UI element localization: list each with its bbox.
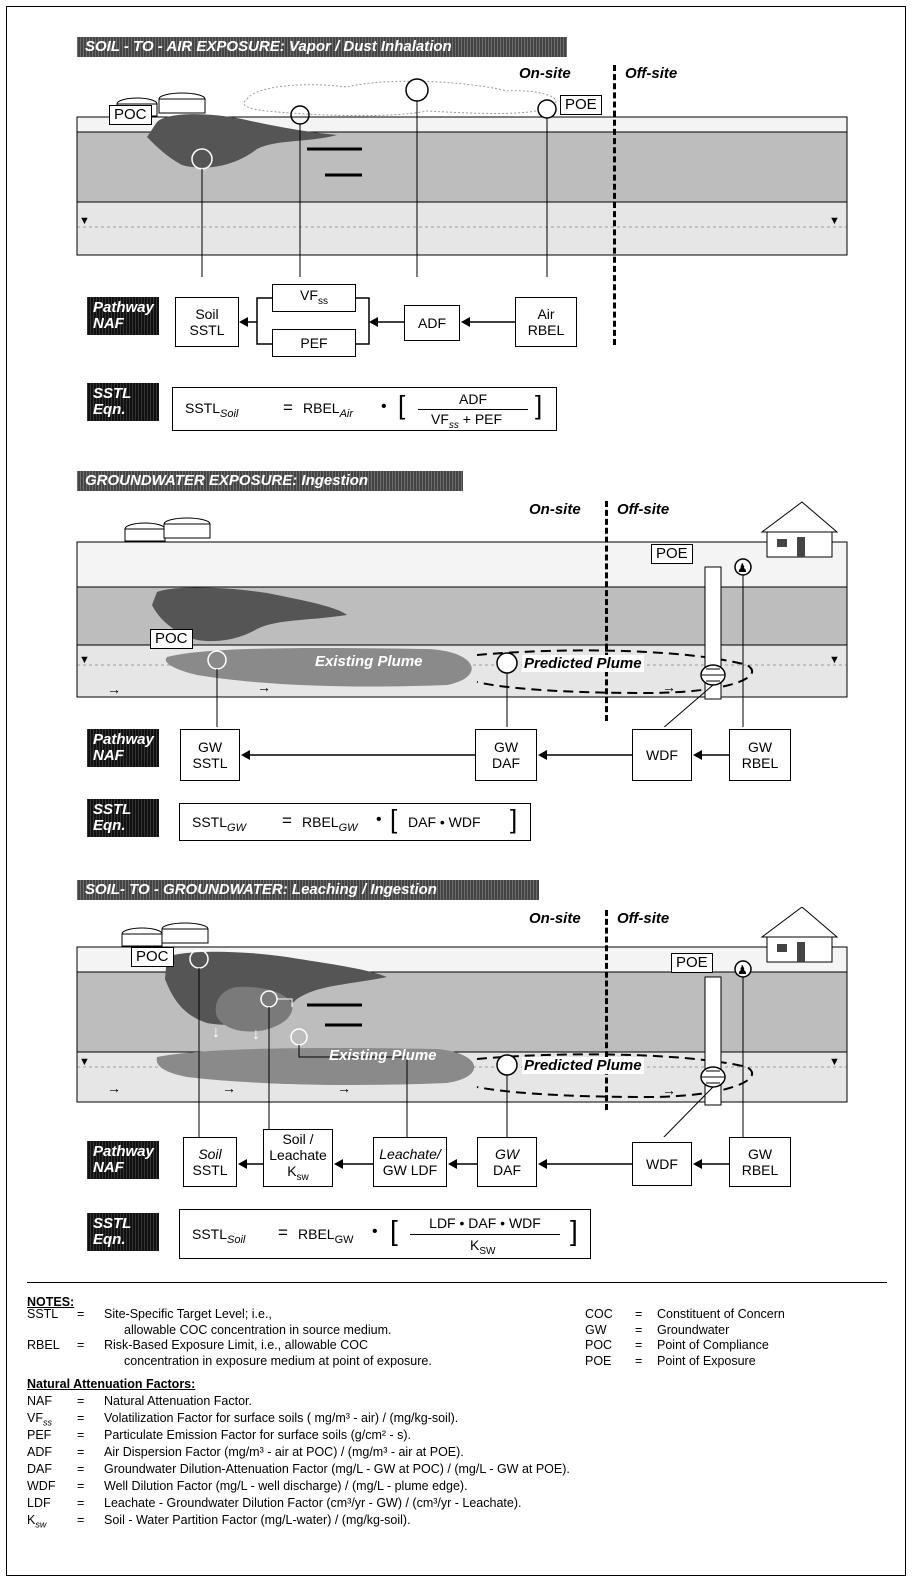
panel2-title: GROUNDWATER EXPOSURE: Ingestion [77,471,463,491]
notes-poc-eq: = [635,1338,642,1352]
naf-definition: Well Dilution Factor (mg/L - well discha… [104,1479,468,1493]
panel2-site-scene: ▼ ▼ → → → ♟ [7,497,905,727]
naf-eq: = [77,1479,84,1493]
panel1-poe-tag: POE [560,95,602,115]
panel2-flow-arrows [7,737,905,777]
panel1-poc-tag: POC [109,105,152,125]
panel3-site-boundary [605,910,608,1110]
panel2-predicted-plume-label: Predicted Plume [522,655,644,672]
notes-sstl-eq: = [77,1307,84,1321]
notes-gw-eq: = [635,1323,642,1337]
notes-coc-abbr: COC [585,1307,613,1321]
naf-definition: Soil - Water Partition Factor (mg/L-wate… [104,1513,411,1527]
figure-frame: SOIL - TO - AIR EXPOSURE: Vapor / Dust I… [6,6,906,1576]
naf-definition: Air Dispersion Factor (mg/m³ - air at PO… [104,1445,464,1459]
naf-eq: = [77,1445,84,1459]
panel2-existing-plume-label: Existing Plume [315,653,423,670]
naf-abbr-ldf: LDF [27,1496,51,1510]
naf-definition: Leachate - Groundwater Dilution Factor (… [104,1496,521,1510]
naf-abbr-pef: PEF [27,1428,51,1442]
svg-text:↓: ↓ [252,1026,260,1043]
notes-sstl-text: Site-Specific Target Level; i.e., [104,1307,272,1321]
svg-text:→: → [257,679,271,695]
svg-text:→: → [222,1080,236,1096]
svg-text:▼: ▼ [829,654,840,666]
notes-poc-abbr: POC [585,1338,612,1352]
svg-text:♟: ♟ [737,963,748,977]
svg-text:→: → [107,681,121,697]
notes-rbel-abbr: RBEL [27,1338,60,1352]
svg-text:→: → [107,1080,121,1096]
naf-definition: Particulate Emission Factor for surface … [104,1428,411,1442]
notes-section: NOTES: SSTL = Site-Specific Target Level… [27,1295,887,1575]
panel2-poc-tag: POC [150,629,193,649]
svg-text:↓: ↓ [212,1024,220,1041]
naf-definition: Volatilization Factor for surface soils … [104,1411,458,1425]
naf-eq: = [77,1462,84,1476]
notes-coc-eq: = [635,1307,642,1321]
notes-poe-eq: = [635,1354,642,1368]
notes-poe-abbr: POE [585,1354,611,1368]
notes-sstl-cont: allowable COC concentration in source me… [124,1323,392,1337]
notes-divider [27,1282,887,1283]
panel1-title: SOIL - TO - AIR EXPOSURE: Vapor / Dust I… [77,37,567,57]
panel3-equation: SSTLSoil = RBELGW • [ LDF • DAF • WDF KS… [179,1209,591,1259]
notes-gw-abbr: GW [585,1323,607,1337]
panel1-site-boundary [613,65,616,345]
panel3-existing-plume-label: Existing Plume [329,1047,437,1064]
panel3-poe-tag: POE [671,953,713,973]
panel3-site-scene: ▼ ▼ ↓ ↓ → → → → ♟ [7,907,905,1137]
svg-text:▼: ▼ [79,654,90,666]
panel3-title: SOIL- TO - GROUNDWATER: Leaching / Inges… [77,880,539,900]
notes-coc-text: Constituent of Concern [657,1307,785,1321]
panel3-flow-arrows [7,1147,905,1187]
notes-rbel-eq: = [77,1338,84,1352]
svg-text:▼: ▼ [79,215,90,227]
panel2-equation: SSTLGW = RBELGW • [ DAF • WDF ] [179,803,531,841]
naf-eq: = [77,1394,84,1408]
notes-gw-text: Groundwater [657,1323,729,1337]
naf-abbr-daf: DAF [27,1462,52,1476]
naf-eq: = [77,1496,84,1510]
panel2-poe-tag: POE [651,544,693,564]
naf-definition: Natural Attenuation Factor. [104,1394,252,1408]
naf-abbr-naf: NAF [27,1394,52,1408]
svg-text:♟: ♟ [737,561,748,575]
naf-abbr-vf: VFss [27,1411,52,1428]
naf-definition: Groundwater Dilution-Attenuation Factor … [104,1462,570,1476]
svg-text:▼: ▼ [829,215,840,227]
naf-heading: Natural Attenuation Factors: [27,1377,195,1391]
panel3-predicted-plume-label: Predicted Plume [522,1057,644,1074]
naf-abbr-k: Ksw [27,1513,46,1530]
notes-rbel-text: Risk-Based Exposure Limit, i.e., allowab… [104,1338,368,1352]
naf-eq: = [77,1513,84,1527]
svg-text:▼: ▼ [79,1056,90,1068]
naf-abbr-wdf: WDF [27,1479,55,1493]
panel1-flow-arrows [7,287,607,367]
naf-eq: = [77,1428,84,1442]
panel2-site-boundary [605,501,608,721]
naf-abbr-adf: ADF [27,1445,52,1459]
svg-text:→: → [662,679,676,695]
notes-rbel-cont: concentration in exposure medium at poin… [124,1354,432,1368]
svg-text:→: → [662,1082,676,1098]
notes-poe-text: Point of Exposure [657,1354,756,1368]
notes-poc-text: Point of Compliance [657,1338,769,1352]
svg-text:▼: ▼ [829,1056,840,1068]
notes-sstl-abbr: SSTL [27,1307,58,1321]
naf-eq: = [77,1411,84,1425]
panel3-poc-tag: POC [131,947,174,967]
panel1-equation: SSTLSoil = RBELAir • [ ADF VFss + PEF ] [172,387,557,431]
svg-text:→: → [337,1080,351,1096]
